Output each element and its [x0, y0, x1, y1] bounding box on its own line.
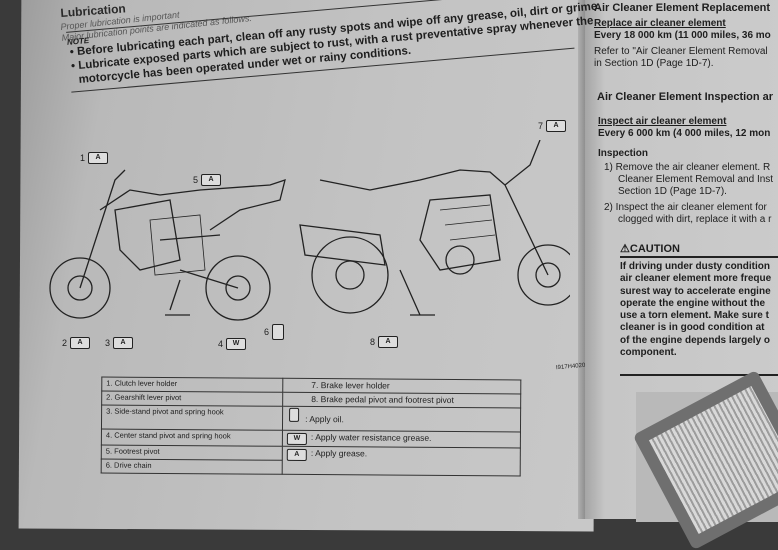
legend-cell: 6. Drive chain	[101, 459, 283, 475]
inspect-heading: Inspect air cleaner element	[598, 116, 727, 127]
legend-cell: 5. Footrest pivot	[101, 445, 283, 461]
grease-symbol-icon: A	[286, 448, 307, 461]
replace-section: Replace air cleaner element Every 18 000…	[594, 18, 778, 70]
oil-can-icon	[272, 324, 285, 340]
warning-icon: ⚠	[620, 243, 630, 255]
oil-can-icon	[289, 407, 300, 422]
grease-symbol-icon: A	[546, 120, 567, 132]
right-header: Air Cleaner Element Replacement	[594, 2, 771, 14]
grease-symbol-icon: A	[70, 337, 91, 349]
grease-symbol-icon: A	[201, 174, 222, 186]
legend-cell: 2. Gearshift lever pivot	[101, 391, 283, 407]
legend-cell: W: Apply water resistance grease.	[282, 430, 521, 448]
legend-cell: 1. Clutch lever holder	[101, 377, 283, 393]
divider	[620, 374, 778, 376]
motorcycle-left-view	[49, 169, 286, 321]
inspection-label: Inspection	[598, 148, 649, 159]
step-2: 2) Inspect the air cleaner element for c…	[604, 202, 772, 225]
inspect-section: Inspect air cleaner element Every 6 000 …	[598, 116, 773, 226]
legend-cell: 4. Center stand pivot and spring hook	[101, 429, 283, 447]
inspect-interval: Every 6 000 km (4 000 miles, 12 mon	[598, 128, 771, 139]
legend-cell: : Apply oil.	[282, 406, 521, 432]
water-grease-symbol-icon: W	[226, 338, 247, 350]
caution-text: If driving under dusty condition air cle…	[620, 261, 772, 359]
motorcycle-right-view	[299, 140, 570, 316]
callout-6: 6	[264, 324, 285, 340]
grease-symbol-icon: A	[378, 336, 399, 348]
legend-cell: A: Apply grease.	[282, 446, 521, 476]
legend-cell: 3. Side-stand pivot and spring hook	[101, 405, 283, 431]
water-grease-symbol-icon: W	[286, 432, 307, 445]
grease-symbol-icon: A	[113, 337, 134, 349]
grease-symbol-icon: A	[88, 152, 109, 164]
motorcycle-illustration	[49, 140, 570, 321]
replace-heading: Replace air cleaner element	[594, 18, 726, 29]
step-1: 1) Remove the air cleaner element. R Cle…	[604, 162, 774, 197]
refer-line: in Section 1D (Page 1D-7).	[594, 58, 714, 69]
caution-heading: ⚠CAUTION	[620, 243, 680, 255]
divider	[620, 256, 778, 258]
table-row: 3. Side-stand pivot and spring hook: App…	[101, 405, 521, 432]
inspection-section-title: Air Cleaner Element Inspection ar	[597, 91, 774, 103]
refer-line: Refer to "Air Cleaner Element Removal	[594, 46, 768, 57]
replace-interval: Every 18 000 km (11 000 miles, 36 mo	[594, 30, 771, 41]
